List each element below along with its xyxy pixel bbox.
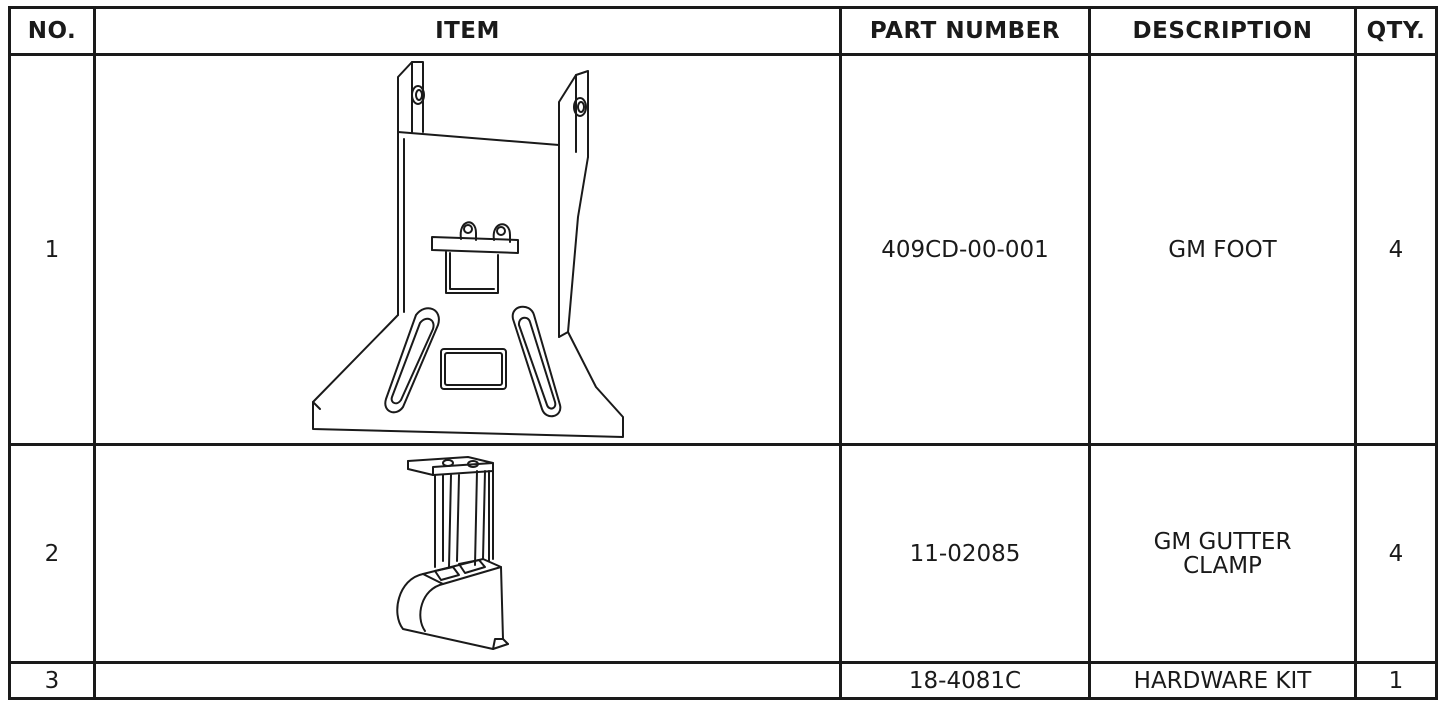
- quantity: 4: [1388, 236, 1404, 263]
- item-image-cell: [96, 446, 842, 661]
- part-number: 18-4081C: [842, 664, 1091, 697]
- quantity: 4: [1388, 540, 1404, 567]
- description-line: HARDWARE KIT: [1133, 667, 1312, 694]
- item-image-cell: [96, 56, 842, 443]
- header-qty: QTY.: [1366, 18, 1426, 44]
- gm-gutter-clamp-drawing-icon: [395, 455, 509, 650]
- table-row: 1: [11, 56, 1435, 446]
- description: GM FOOT: [1091, 56, 1357, 443]
- bill-of-materials-table: NO. ITEM PART NUMBER DESCRIPTION QTY. 1: [8, 6, 1438, 700]
- description-line: CLAMP: [1183, 552, 1262, 579]
- description-line: GM GUTTER: [1153, 528, 1292, 555]
- part-number: 409CD-00-001: [842, 56, 1091, 443]
- row-number: 3: [11, 664, 96, 697]
- item-image-cell: [96, 664, 842, 697]
- table-header-row: NO. ITEM PART NUMBER DESCRIPTION QTY.: [11, 9, 1435, 56]
- description: HARDWARE KIT: [1091, 664, 1357, 697]
- header-part-number: PART NUMBER: [842, 9, 1091, 53]
- part-number: 11-02085: [842, 446, 1091, 661]
- header-item: ITEM: [96, 9, 842, 53]
- description: GM GUTTER CLAMP: [1091, 446, 1357, 661]
- table-row: 3 18-4081C HARDWARE KIT 1: [11, 664, 1435, 697]
- gm-foot-drawing-icon: [311, 61, 624, 438]
- header-description: DESCRIPTION: [1091, 9, 1357, 53]
- table-row: 2: [11, 446, 1435, 664]
- quantity: 1: [1388, 667, 1404, 694]
- description-line: GM FOOT: [1168, 236, 1277, 263]
- row-number: 2: [11, 446, 96, 661]
- header-no: NO.: [11, 9, 96, 53]
- row-number: 1: [11, 56, 96, 443]
